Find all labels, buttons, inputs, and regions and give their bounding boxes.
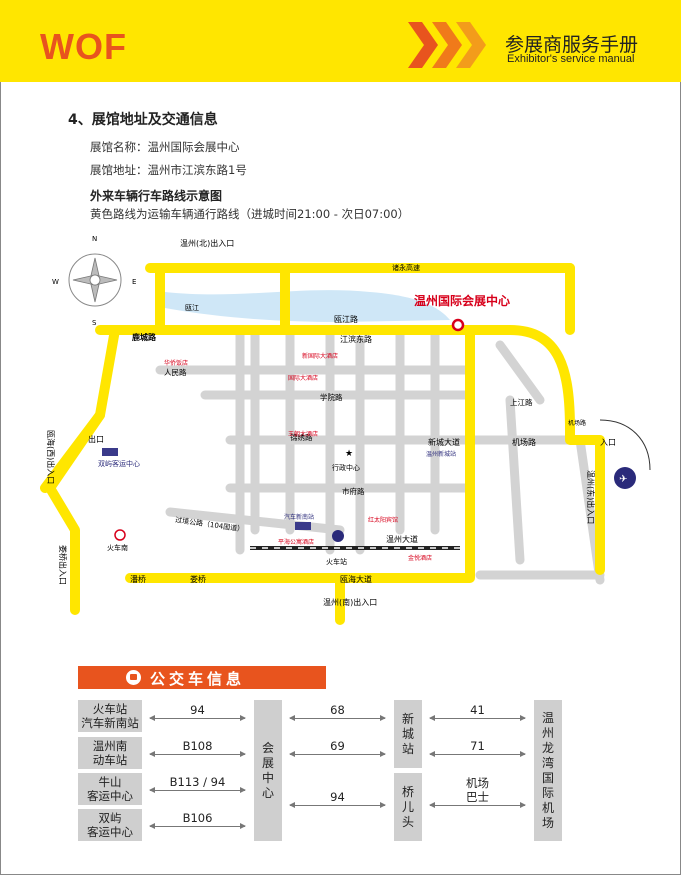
route-94: 94 [190, 703, 205, 717]
oujiang-road: 瓯江路 [334, 314, 358, 324]
jiangbin-road: 江滨东路 [340, 334, 372, 344]
station-huoche: 火车站 汽车新南站 [78, 700, 142, 732]
route-arrow [149, 823, 246, 829]
jinxiu-road: 锦绣路 [290, 432, 313, 442]
gov-center-label: 行政中心 [332, 463, 360, 472]
jichang-road: 机场路 [512, 437, 536, 447]
qiaoertou-station-box: 桥儿头 [394, 773, 422, 841]
ring-north-road: 诸永高速 [392, 263, 420, 272]
panqiao-road: 潘桥 [130, 574, 146, 584]
compass-n: N [92, 235, 97, 243]
route-note: 黄色路线为运输车辆通行路线（进城时间21:00 - 次日07:00） [90, 207, 410, 221]
train-south-icon [114, 529, 126, 541]
chevron-decoration-icon [408, 22, 486, 68]
route-41: 41 [470, 703, 485, 717]
shangjiang-road: 上江路 [510, 397, 533, 407]
hongtaiyang-label: 红太阳宾馆 [368, 516, 398, 524]
renmin-road: 人民路 [164, 367, 187, 377]
airport-icon [614, 467, 636, 489]
ou-river-label: 瓯江 [185, 304, 199, 312]
route-69: 69 [330, 739, 345, 753]
traffic-route-map: N S W E 温州国际会展中心 温州(北)出入口 温州(南)出入口 诸永高速 … [40, 235, 651, 625]
east-exit: 温州(东)出入口 [586, 470, 596, 524]
route-airport-bus: 机场 巴士 [466, 776, 489, 804]
pinghai-label: 平海公寓酒店 [278, 538, 314, 546]
bus-icon [126, 670, 141, 685]
route-68: 68 [330, 703, 345, 717]
wenzhou-dadao: 温州大道 [386, 534, 418, 544]
xinnan-bus-icon [295, 522, 311, 530]
bus-info-title: 公交车信息 [150, 670, 246, 688]
ou-river [165, 290, 450, 322]
ouhai-road: 瓯海大道 [340, 574, 372, 584]
venue-marker [451, 318, 465, 332]
station-wenzhou-south: 温州南 动车站 [78, 737, 142, 769]
compass-e: E [132, 278, 136, 286]
venue-address: 展馆地址：温州市江滨东路1号 [90, 163, 247, 177]
west-exit-mark: 出口 [88, 434, 104, 444]
station-shuangyu: 双屿 客运中心 [78, 809, 142, 841]
route-b106: B106 [182, 811, 213, 825]
west-exit: 瓯海(西)出入口 [46, 430, 56, 484]
xueyuan-road: 学院路 [320, 392, 343, 402]
lucheng-road: 鹿城路 [132, 332, 157, 342]
gov-star-icon: ★ [345, 449, 353, 459]
jinyue-label: 金悦酒店 [408, 554, 432, 562]
page-header [0, 0, 681, 82]
shuangyu-label: 双屿客运中心 [98, 459, 140, 468]
route-arrow [149, 715, 246, 721]
svg-text:✈: ✈ [619, 474, 627, 485]
bus-info-header [78, 666, 326, 689]
manual-title-en: Exhibitor's service manual [507, 53, 635, 65]
xinguo-label: 新国际大酒店 [302, 352, 338, 360]
huaqiao-label: 华侨饭店 [164, 359, 188, 367]
train-station-icon [332, 530, 344, 542]
exhibition-center-label: 会展中心 [261, 740, 274, 800]
xincheng-station-name: 新城站 [401, 711, 414, 756]
station-niushan: 牛山 客运中心 [78, 773, 142, 805]
guoji-label: 国际大酒店 [288, 374, 318, 382]
route-arrow [289, 715, 386, 721]
xincheng-station-box: 新城站 [394, 700, 422, 768]
shuangyu-bus-icon [102, 448, 118, 456]
wof-logo: WOF [40, 26, 127, 67]
route-arrow [289, 751, 386, 757]
xincheng-station-label: 温州新城站 [426, 450, 456, 458]
venue-name: 展馆名称：温州国际会展中心 [90, 140, 240, 154]
train-south-label: 火车南 [107, 543, 128, 552]
compass-icon [68, 253, 122, 307]
route-94-mid: 94 [330, 790, 345, 804]
xinnan-label: 汽车新南站 [284, 513, 314, 521]
louqiao-exit: 娄桥出入口 [58, 545, 68, 585]
route-71: 71 [470, 739, 485, 753]
route-arrow [429, 715, 526, 721]
route-b108: B108 [182, 739, 213, 753]
manual-title-cn: 参展商服务手册 [505, 34, 639, 56]
qiaoertou-station-name: 桥儿头 [401, 784, 414, 829]
east-entry-mark: 入口 [600, 438, 616, 447]
venue-label: 温州国际会展中心 [414, 293, 510, 308]
airport-box: 温州龙湾国际机场 [534, 700, 562, 841]
compass-w: W [52, 278, 59, 286]
airport-name: 温州龙湾国际机场 [541, 710, 554, 830]
wangchao-label: 王朝大酒店 [288, 430, 318, 438]
exhibition-center-box: 会展中心 [254, 700, 282, 841]
route-title: 外来车辆行车路线示意图 [90, 189, 223, 203]
xincheng-road: 新城大道 [428, 437, 460, 447]
section-title: 4、展馆地址及交通信息 [68, 112, 218, 128]
train-station-label: 火车站 [326, 557, 347, 566]
north-exit: 温州(北)出入口 [180, 238, 234, 248]
route-arrow [289, 802, 386, 808]
shifu-road: 市府路 [342, 486, 365, 496]
route-arrow [429, 802, 526, 808]
route-b113: B113 / 94 [169, 775, 226, 789]
south-exit: 温州(南)出入口 [323, 597, 377, 607]
route-arrow [429, 751, 526, 757]
louqiao-road: 娄桥 [190, 574, 206, 584]
airport-road-label: 机场路 [568, 419, 586, 427]
route-arrow [149, 751, 246, 757]
route-arrow [149, 787, 246, 793]
compass-s: S [92, 319, 97, 327]
